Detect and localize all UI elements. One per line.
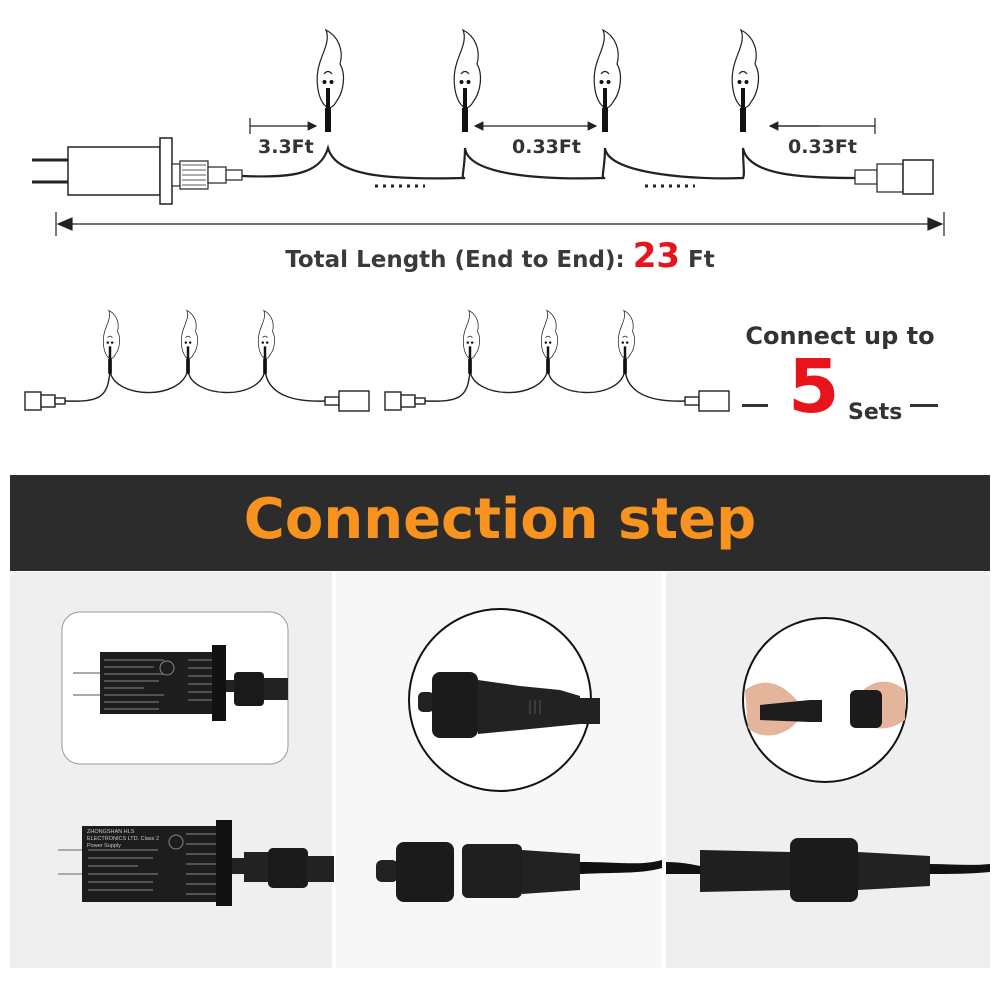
- section-banner: Connection step: [10, 475, 990, 571]
- hands-connecting-photo: [745, 681, 905, 736]
- bulb-icon: [541, 310, 557, 373]
- bulb-icon: [316, 29, 345, 133]
- bulb-icon: [453, 29, 482, 133]
- dimension-arrows: [55, 118, 945, 236]
- connected-plug-photo: [666, 838, 990, 902]
- plug-photo: [376, 842, 662, 902]
- bulb-icon: [731, 29, 760, 133]
- dash-divider: [742, 404, 768, 407]
- connect-heading: Connect up to: [745, 322, 935, 350]
- total-length-label: Total Length (End to End):: [285, 247, 625, 273]
- first-spacing-label: 3.3Ft: [258, 136, 314, 158]
- total-length-unit: Ft: [688, 247, 715, 273]
- bulb-icon: [463, 310, 479, 373]
- banner-title: Connection step: [243, 487, 757, 552]
- plug-closeup-photo: [418, 672, 600, 738]
- main-light-string: [32, 137, 934, 205]
- connected-strings: [24, 369, 730, 412]
- bulb-icon: [181, 310, 197, 373]
- connect-count: 5: [788, 344, 840, 430]
- adapter-photo-large: [58, 820, 334, 906]
- end-spacing-label: 0.33Ft: [788, 136, 857, 158]
- adapter-photo: [73, 645, 288, 721]
- bulb-icon: [593, 29, 622, 133]
- dash-divider: [910, 404, 938, 407]
- bulb-icon: [103, 310, 119, 373]
- adapter-label-text: ZHONGSHAN HLS ELECTRONICS LTD. Class 2 P…: [87, 829, 160, 849]
- bulb-icon: [258, 310, 274, 373]
- total-length-value: 23: [632, 236, 681, 276]
- connect-unit: Sets: [848, 400, 903, 425]
- bulb-icon: [618, 310, 634, 373]
- total-length: Total Length (End to End): 23 Ft: [0, 236, 1000, 276]
- bulb-spacing-label: 0.33Ft: [512, 136, 581, 158]
